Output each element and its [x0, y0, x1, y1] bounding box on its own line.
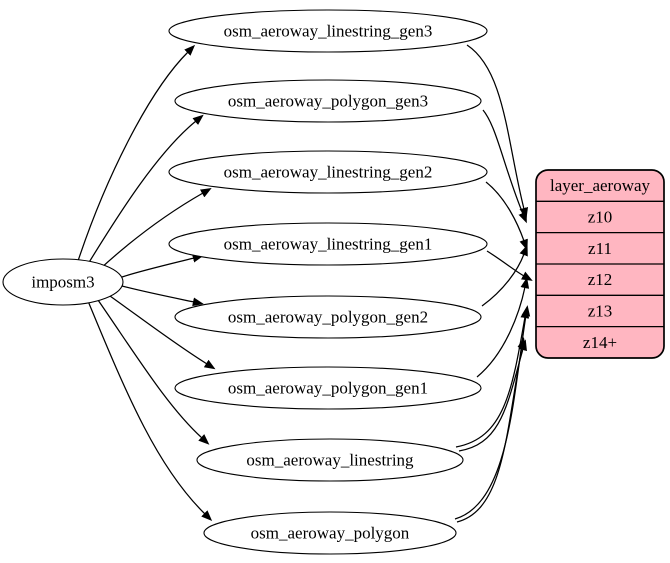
node-label-osm_aeroway_linestring_gen3: osm_aeroway_linestring_gen3	[224, 22, 433, 41]
node-ellipse-osm_aeroway_polygon_gen2	[174, 295, 482, 339]
edge-imposm3-to-osm_aeroway_polygon_gen3	[87, 114, 204, 265]
node-osm_aeroway_linestring_gen1: osm_aeroway_linestring_gen1	[168, 222, 488, 266]
layer-table-title: layer_aeroway	[550, 176, 651, 195]
node-ellipse-osm_aeroway_polygon	[203, 511, 457, 555]
node-label-osm_aeroway_linestring_gen1: osm_aeroway_linestring_gen1	[224, 235, 433, 254]
edge-osm_aeroway_polygon-to-z14+	[456, 337, 527, 523]
node-label-osm_aeroway_polygon_gen3: osm_aeroway_polygon_gen3	[228, 92, 428, 111]
node-osm_aeroway_linestring_gen3: osm_aeroway_linestring_gen3	[168, 9, 488, 53]
edge-osm_aeroway_linestring_gen3-to-z10	[466, 44, 529, 219]
edge-osm_aeroway_linestring_gen2-to-z11	[485, 181, 528, 251]
layer-row-z12: z12	[588, 270, 613, 289]
node-osm_aeroway_polygon: osm_aeroway_polygon	[203, 511, 457, 555]
node-osm_aeroway_polygon_gen3: osm_aeroway_polygon_gen3	[174, 79, 482, 123]
node-ellipse-osm_aeroway_linestring_gen1	[168, 222, 488, 266]
node-osm_aeroway_linestring: osm_aeroway_linestring	[196, 438, 464, 482]
node-ellipse-osm_aeroway_linestring_gen3	[168, 9, 488, 53]
layer-row-z11: z11	[588, 239, 612, 258]
edge-osm_aeroway_linestring_gen1-to-z12	[486, 250, 533, 281]
edge-imposm3-to-osm_aeroway_polygon_gen1	[109, 295, 216, 370]
edge-osm_aeroway_polygon_gen3-to-z10	[482, 109, 527, 224]
edge-imposm3-to-osm_aeroway_linestring_gen2	[99, 188, 212, 270]
edge-osm_aeroway_polygon_gen2-to-z11	[481, 244, 528, 307]
node-ellipse-osm_aeroway_polygon_gen1	[174, 366, 482, 410]
node-osm_aeroway_polygon_gen2: osm_aeroway_polygon_gen2	[174, 295, 482, 339]
edge-imposm3-to-osm_aeroway_polygon	[87, 300, 213, 521]
edge-osm_aeroway_polygon-to-z13	[454, 305, 531, 520]
node-osm_aeroway_linestring_gen2: osm_aeroway_linestring_gen2	[168, 150, 488, 194]
node-osm_aeroway_polygon_gen1: osm_aeroway_polygon_gen1	[174, 366, 482, 410]
node-label-osm_aeroway_polygon: osm_aeroway_polygon	[251, 524, 410, 543]
edge-imposm3-to-osm_aeroway_linestring_gen3	[77, 44, 196, 262]
node-ellipse-osm_aeroway_linestring_gen2	[168, 150, 488, 194]
node-ellipse-osm_aeroway_linestring	[196, 438, 464, 482]
node-label-imposm3: imposm3	[31, 273, 94, 292]
node-label-osm_aeroway_polygon_gen1: osm_aeroway_polygon_gen1	[228, 379, 428, 398]
node-ellipse-osm_aeroway_polygon_gen3	[174, 79, 482, 123]
node-imposm3: imposm3	[2, 258, 124, 306]
node-label-osm_aeroway_polygon_gen2: osm_aeroway_polygon_gen2	[228, 308, 428, 327]
layer-row-z13: z13	[588, 301, 613, 320]
edge-imposm3-to-osm_aeroway_linestring_gen1	[121, 253, 204, 278]
edge-imposm3-to-osm_aeroway_polygon_gen2	[121, 285, 204, 307]
edge-osm_aeroway_polygon_gen1-to-z12	[476, 277, 530, 378]
edge-imposm3-to-osm_aeroway_linestring	[97, 299, 210, 445]
node-layer_aeroway: layer_aeroway z10 z11 z12 z13 z14+	[535, 169, 665, 359]
node-ellipse-imposm3	[2, 258, 124, 306]
layer-row-z10: z10	[588, 207, 613, 226]
node-label-osm_aeroway_linestring_gen2: osm_aeroway_linestring_gen2	[224, 163, 433, 182]
layer-row-z14+: z14+	[583, 333, 617, 352]
node-label-osm_aeroway_linestring: osm_aeroway_linestring	[246, 451, 414, 470]
